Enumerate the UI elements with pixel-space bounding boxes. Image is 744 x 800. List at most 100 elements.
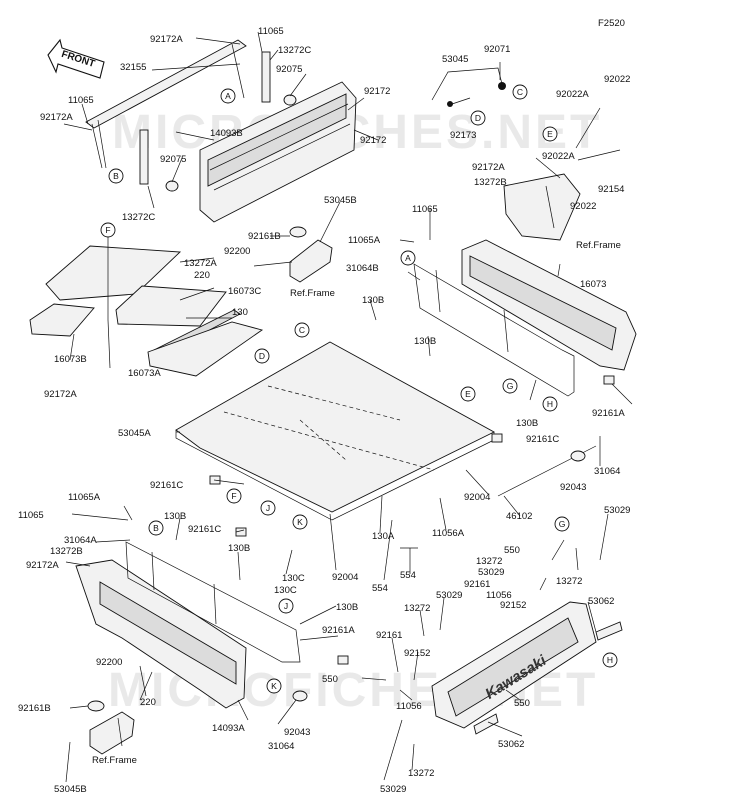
callout-F-1: F bbox=[100, 222, 116, 238]
label-11065-2: 11065 bbox=[68, 95, 94, 106]
callout-A-2: A bbox=[400, 250, 416, 266]
right-side-wall-14093A bbox=[461, 239, 637, 371]
leader-lines bbox=[63, 31, 633, 783]
cable-46102 bbox=[431, 67, 506, 107]
callout-J-1: J bbox=[260, 500, 276, 516]
label-130A-6: 130B bbox=[336, 602, 358, 613]
label-16073A: 16073B bbox=[54, 354, 87, 365]
label-92200-2: 92200 bbox=[96, 657, 122, 668]
label-13272A: 13272A bbox=[184, 258, 217, 269]
label-130B-2: 130C bbox=[274, 585, 297, 596]
callout-G-1: G bbox=[502, 378, 518, 394]
label-92172A-4: 92172A bbox=[44, 389, 77, 400]
label-31064A: 31064B bbox=[346, 263, 379, 274]
svg-text:D: D bbox=[259, 351, 265, 361]
label-32155: 46102 bbox=[506, 511, 532, 522]
label-16073C: 130 bbox=[232, 307, 248, 318]
label-92022A-2: 92043 bbox=[284, 727, 310, 738]
label-130: 130A bbox=[372, 531, 395, 542]
label-92154-2: 92161 bbox=[376, 630, 402, 641]
label-14093: 14093A bbox=[212, 723, 245, 734]
label-16073: 16073A bbox=[128, 368, 161, 379]
label-550-1: 31064 bbox=[594, 466, 620, 477]
label-11056-2: 11056 bbox=[396, 701, 422, 712]
label-92022-1: 92022A bbox=[556, 89, 589, 100]
callout-K-1: K bbox=[292, 514, 308, 530]
label-92004-1: 92022 bbox=[604, 74, 630, 85]
label-130A-5: 130B bbox=[228, 543, 250, 554]
callout-G-2: G bbox=[554, 516, 570, 532]
svg-text:C: C bbox=[299, 325, 305, 335]
deck-53029 bbox=[175, 341, 495, 521]
label-92022A-1: 92043 bbox=[560, 482, 586, 493]
callout-B-1: B bbox=[108, 168, 124, 184]
label-92200-1: 92200 bbox=[224, 246, 250, 257]
label-92161: 92154 bbox=[598, 184, 624, 195]
label-92154-1: 92161 bbox=[464, 579, 490, 590]
latch-bracket-lower bbox=[87, 700, 135, 755]
label-92161A-2: 92161A bbox=[322, 625, 355, 636]
svg-text:H: H bbox=[607, 655, 613, 665]
label-92004-2: 92022 bbox=[570, 201, 596, 212]
label-16073B: 16073C bbox=[228, 286, 261, 297]
label-53029: 53045A bbox=[118, 428, 151, 439]
label-220-1: 53029 bbox=[604, 505, 630, 516]
label-92172A-5: 92172A bbox=[26, 560, 59, 571]
label-92161C-1: 92161C bbox=[526, 434, 559, 445]
label-130A-3: 130B bbox=[516, 418, 538, 429]
svg-text:H: H bbox=[547, 399, 553, 409]
label-13272C-2: 13272C bbox=[122, 212, 155, 223]
label-130A-1: 130B bbox=[362, 295, 384, 306]
svg-text:E: E bbox=[547, 129, 553, 139]
callout-C-1: C bbox=[512, 84, 528, 100]
label-220-4: 53029 bbox=[380, 784, 406, 795]
svg-text:G: G bbox=[559, 519, 566, 529]
label-554-2: 92004 bbox=[332, 572, 358, 583]
label-92043-2: 554 bbox=[400, 570, 416, 581]
label-13272-2: 13272 bbox=[556, 576, 582, 587]
svg-text:D: D bbox=[475, 113, 481, 123]
label-13272B-2: 13272B bbox=[50, 546, 83, 557]
callout-H-2: H bbox=[602, 652, 618, 668]
latch-bracket-upper bbox=[289, 226, 333, 283]
label-31064: 31064A bbox=[64, 535, 97, 546]
svg-text:J: J bbox=[266, 503, 270, 513]
label-130C-2: 220 bbox=[140, 697, 156, 708]
tailgate-latch-parts bbox=[473, 621, 623, 735]
front-arrow: FRONT bbox=[47, 38, 105, 79]
label-554-1: 92004 bbox=[464, 492, 490, 503]
label-92172A-3: 92172A bbox=[472, 162, 505, 173]
callout-K-2: K bbox=[266, 678, 282, 694]
svg-text:E: E bbox=[465, 389, 471, 399]
label-53045-2: 53045B bbox=[54, 784, 87, 795]
watermark-top: MICROFICHES.NET bbox=[112, 106, 602, 159]
ref-frame-3: Ref.Frame bbox=[92, 755, 137, 766]
callout-H-1: H bbox=[542, 396, 558, 412]
label-11065A-2: 11065A bbox=[68, 492, 101, 503]
label-11065-3: 11065 bbox=[412, 204, 438, 215]
label-11056A: 11056A bbox=[432, 528, 465, 539]
floor-mats bbox=[29, 245, 264, 377]
label-92161A-1: 92161A bbox=[592, 408, 625, 419]
label-14093B: 14093B bbox=[210, 128, 243, 139]
label-92071: 92071 bbox=[484, 44, 510, 55]
label-92172A-2: 92172A bbox=[40, 112, 73, 123]
callout-B-2: B bbox=[148, 520, 164, 536]
label-92075-1: 92075 bbox=[276, 64, 302, 75]
svg-text:A: A bbox=[405, 253, 411, 263]
svg-text:K: K bbox=[271, 681, 277, 691]
callout-C-2: C bbox=[294, 322, 310, 338]
label-13272-4: 13272 bbox=[408, 768, 434, 779]
figure-code: F2520 bbox=[598, 18, 625, 29]
svg-text:B: B bbox=[153, 523, 159, 533]
label-11065-1: 11065 bbox=[258, 26, 284, 37]
label-220-2: 53029 bbox=[478, 567, 504, 578]
callout-A-1: A bbox=[220, 88, 236, 104]
ref-frame-1: Ref.Frame bbox=[576, 240, 621, 251]
label-92172-2: 92172 bbox=[360, 135, 386, 146]
label-92043-1: 554 bbox=[372, 583, 388, 594]
label-92172A-1: 92172A bbox=[150, 34, 183, 45]
callout-J-2: J bbox=[278, 598, 294, 614]
clip-parts-top bbox=[139, 51, 297, 192]
